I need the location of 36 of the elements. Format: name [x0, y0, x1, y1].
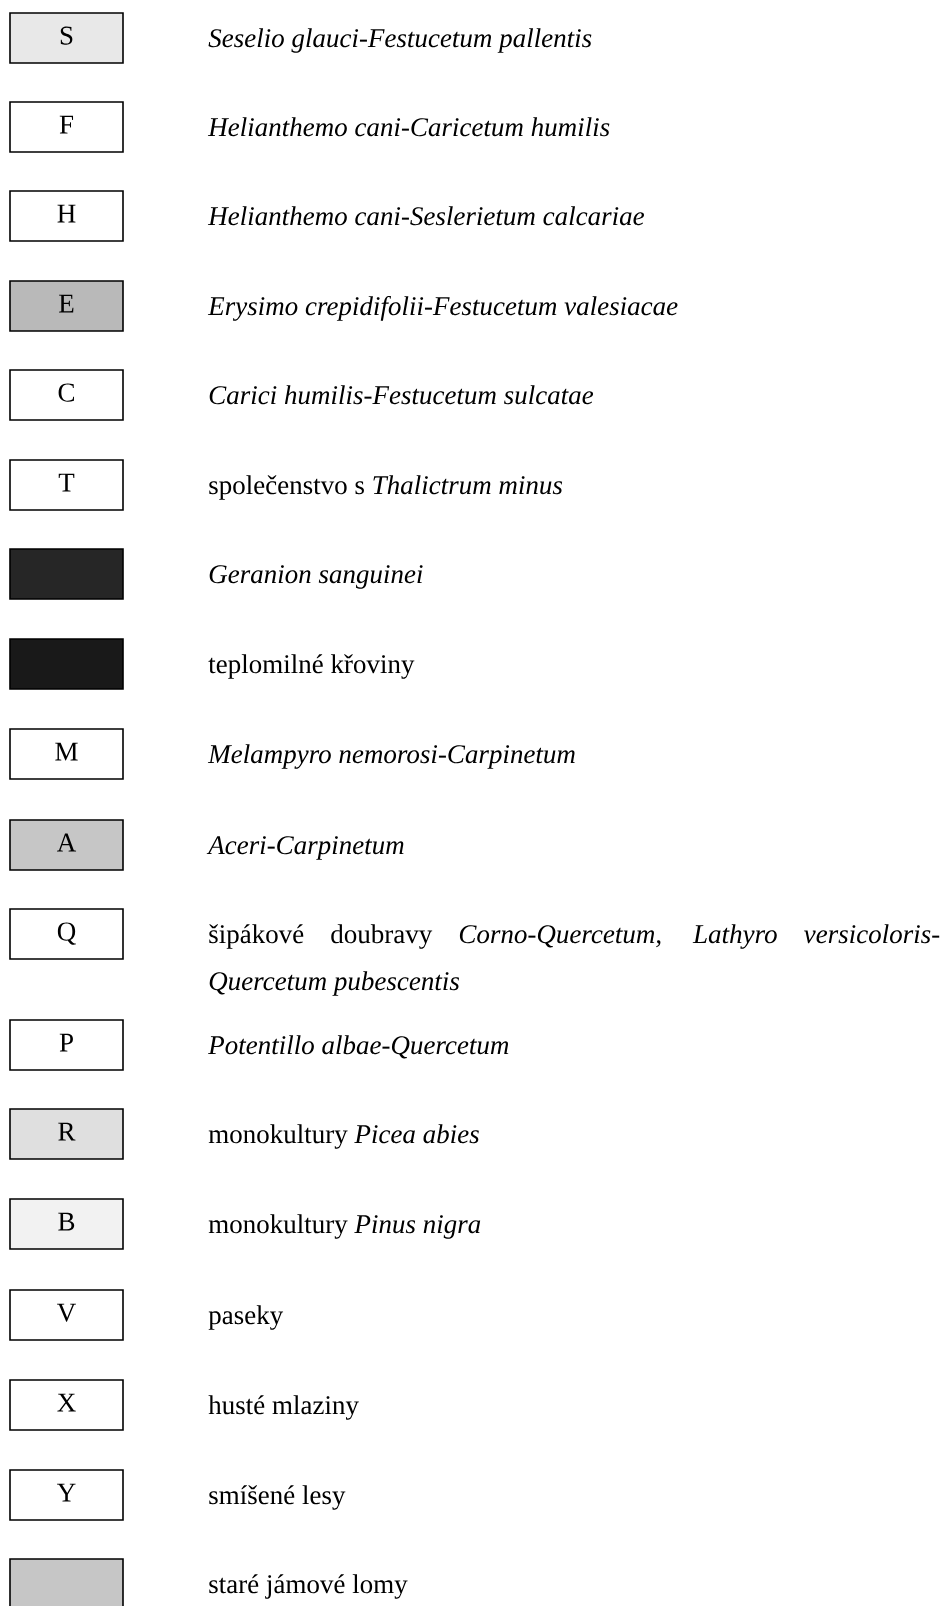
- map-symbol-box: S: [9, 12, 124, 64]
- map-symbol-box: [9, 1558, 124, 1606]
- legend-text: monokultury Pinus nigra: [208, 1214, 481, 1239]
- legend-text: smíšené lesy: [209, 1485, 346, 1510]
- map-symbol-box: E: [9, 280, 124, 332]
- map-symbol-box: X: [9, 1379, 124, 1431]
- map-symbol-box: M: [9, 728, 124, 780]
- legend-text: Melampyro nemorosi-Carpinetum: [207, 744, 575, 769]
- map-symbol-box: B: [9, 1198, 124, 1250]
- map-symbol-box: R: [9, 1108, 124, 1160]
- map-symbol-box: A: [9, 819, 124, 871]
- map-symbol-box: [9, 548, 124, 600]
- map-symbol-box: P: [9, 1019, 124, 1071]
- map-symbol-box: Y: [9, 1469, 124, 1521]
- map-symbol-box: Q: [9, 908, 124, 960]
- legend-text: Erysimo crepidifolii-Festucetum valesiacae: [207, 296, 678, 321]
- legend-text: společenstvo s Thalictrum minus: [209, 475, 563, 500]
- map-symbol-box: V: [9, 1289, 124, 1341]
- legend-text: paseky: [208, 1305, 284, 1330]
- legend-text: teplomilné křoviny: [208, 654, 415, 679]
- map-symbol-box: C: [9, 369, 124, 421]
- map-symbol-box: [9, 638, 124, 690]
- legend-text: Aceri-Carpinetum: [206, 836, 404, 860]
- legend-text: Seselio glauci-Festucetum pallentis: [208, 28, 592, 53]
- legend-text: šipákové doubravy Corno-Quercetum, Lathyro versicoloris-Quercetum pubescentis: [209, 924, 940, 996]
- legend-text: Geranion sanguinei: [209, 565, 423, 589]
- legend-text: husté mlaziny: [208, 1395, 359, 1420]
- legend-text: Helianthemo cani-Caricetum humilis: [207, 117, 610, 137]
- legend-text: Helianthemo cani-Seslerietum calcariae: [207, 206, 644, 226]
- legend-text: monokultury Picea abies: [208, 1124, 479, 1149]
- map-symbol-box: H: [9, 190, 124, 242]
- map-symbol-box: T: [9, 459, 124, 511]
- map-symbol-box: F: [9, 101, 124, 153]
- legend-text: staré jámové lomy: [209, 1574, 408, 1599]
- legend-text: Potentillo albae-Quercetum: [208, 1035, 509, 1059]
- legend-text: Carici humilis-Festucetum sulcatae: [209, 385, 594, 405]
